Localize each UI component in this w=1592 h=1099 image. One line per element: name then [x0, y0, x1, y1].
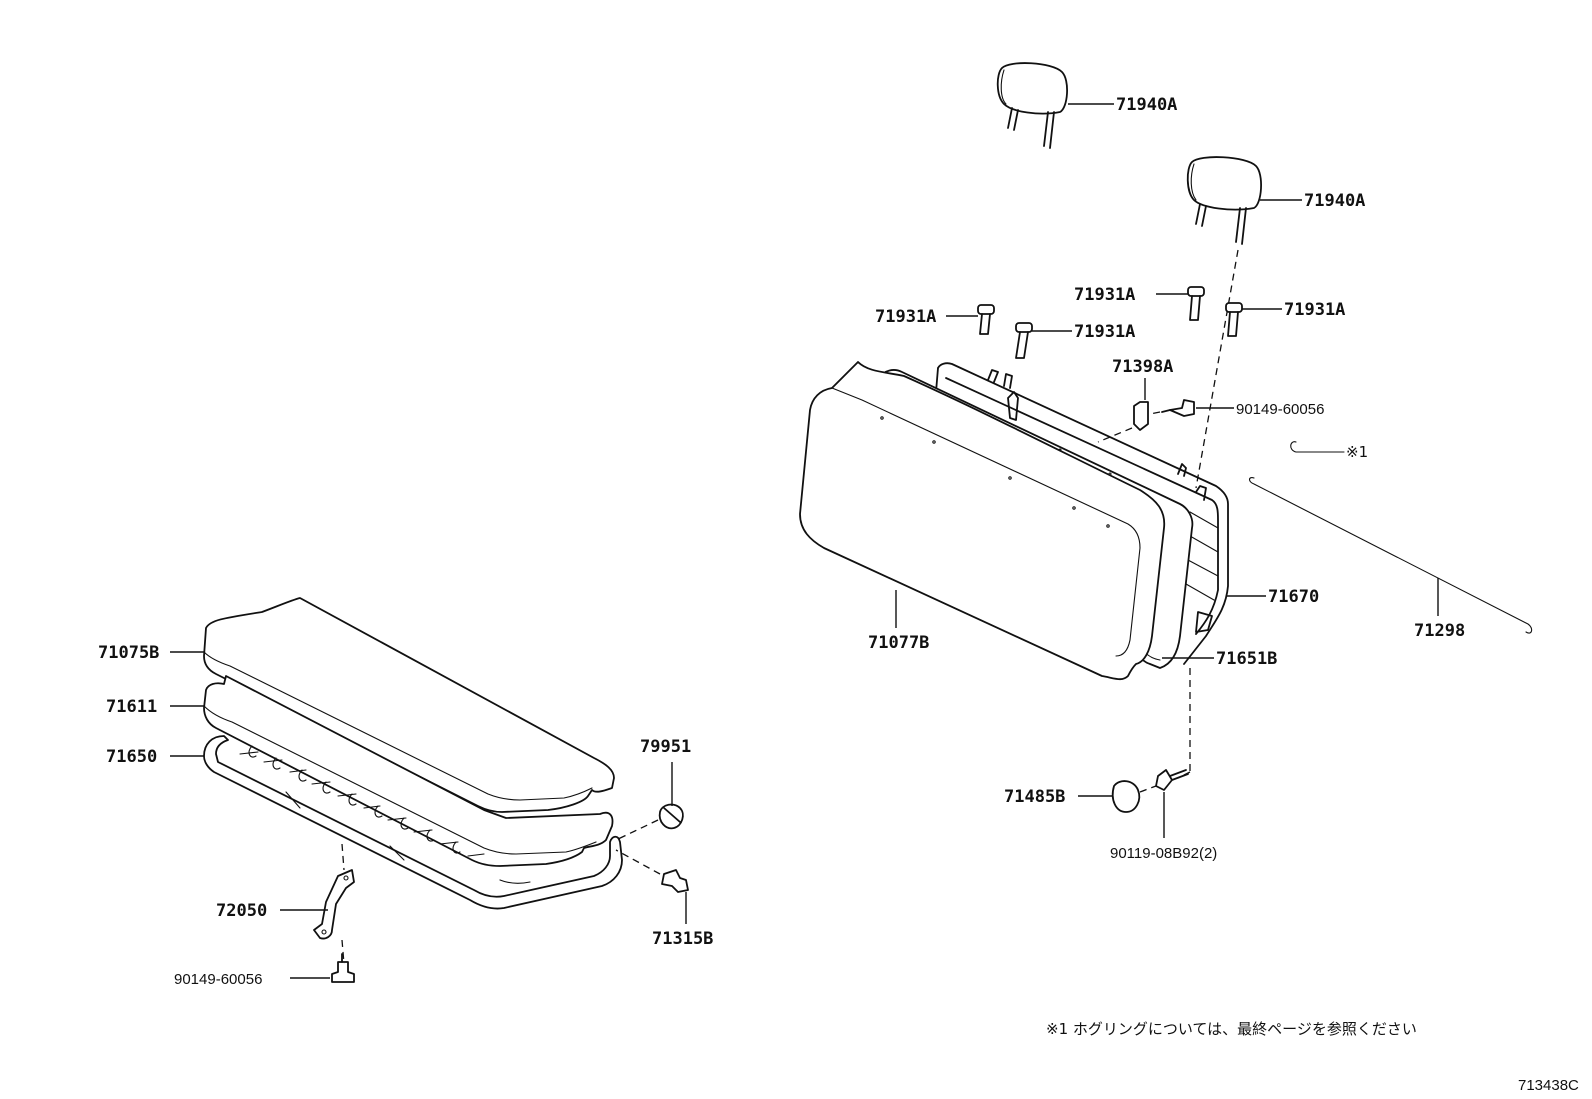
label-71077B: 71077B — [868, 633, 929, 653]
diagram-code: 713438C — [1518, 1077, 1579, 1094]
label-71485B: 71485B — [1004, 787, 1065, 807]
label-90149-60056-upper: 90149-60056 — [1236, 401, 1324, 418]
label-79951: 79951 — [640, 737, 691, 757]
seatback-cover — [799, 361, 1166, 681]
headrest-right — [1186, 156, 1262, 245]
bolt-lower — [331, 953, 355, 983]
label-71931A-a: 71931A — [875, 307, 936, 327]
bolt-71315B — [661, 869, 689, 893]
label-71315B: 71315B — [652, 929, 713, 949]
bracket-71398A — [1133, 401, 1149, 431]
cap-71485B — [1111, 780, 1141, 813]
bolt-90119 — [1155, 769, 1189, 791]
label-71298: 71298 — [1414, 621, 1465, 641]
hog-ring-icon — [1290, 441, 1345, 453]
footnote: ※1 ホグリングについては、最終ページを参照ください — [1046, 1020, 1417, 1038]
seat-cushion-pad — [203, 675, 614, 867]
label-71611: 71611 — [106, 697, 157, 717]
label-71931A-d: 71931A — [1284, 300, 1345, 320]
label-71650: 71650 — [106, 747, 157, 767]
headrest-support-d — [1225, 302, 1243, 337]
label-71940A-top: 71940A — [1116, 95, 1177, 115]
rod-71298 — [1248, 477, 1533, 634]
label-71940A-right: 71940A — [1304, 191, 1365, 211]
label-90149-60056-lower: 90149-60056 — [174, 971, 262, 988]
clip-79951 — [658, 803, 684, 830]
bolt-upper — [1161, 399, 1195, 417]
label-71651B: 71651B — [1216, 649, 1277, 669]
headrest-top — [996, 62, 1068, 149]
reference-mark-1: ※1 — [1346, 443, 1368, 461]
seat-frame — [203, 735, 623, 910]
seatback-frame — [935, 362, 1229, 665]
headrest-support-c — [1187, 286, 1205, 321]
headrest-support-b — [1015, 322, 1033, 359]
label-71931A-c: 71931A — [1074, 285, 1135, 305]
bracket-72050 — [313, 869, 355, 940]
label-71075B: 71075B — [98, 643, 159, 663]
label-90119-08B92: 90119-08B92(2) — [1110, 845, 1217, 862]
label-72050: 72050 — [216, 901, 267, 921]
label-71931A-b: 71931A — [1074, 322, 1135, 342]
headrest-support-a — [977, 304, 995, 335]
label-71398A: 71398A — [1112, 357, 1173, 377]
label-71670: 71670 — [1268, 587, 1319, 607]
